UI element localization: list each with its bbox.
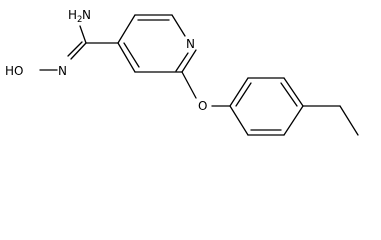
- bond-ph-3-4: [283, 77, 304, 107]
- bond-c-n-oxime-double: [67, 41, 83, 57]
- hydroxyl-label: HO: [5, 64, 23, 78]
- structure-diagram: H 2 N N HO N O: [5, 8, 359, 136]
- bond-ring-c5-c4: [117, 42, 136, 73]
- bond-c6-o: [181, 71, 197, 99]
- bond-ring-c4-c3: [117, 14, 136, 44]
- oxime-n-label: N: [58, 64, 67, 78]
- amide-h-count-label: 2: [77, 15, 82, 25]
- bond-ph-6-1: [229, 105, 249, 136]
- bond-ring-n-c6: [181, 49, 197, 73]
- bond-ph-3-4-inner: [280, 82, 298, 107]
- bond-ring-c5-c4-inner: [123, 42, 140, 68]
- bond-ethyl-ch3: [339, 105, 359, 136]
- bond-ph-1-2-inner: [235, 82, 252, 107]
- bond-c-nh2: [79, 25, 87, 44]
- atom-labels: H 2 N N HO N O: [5, 8, 207, 113]
- pyridine-n-label: N: [186, 37, 195, 51]
- ether-o-label: O: [198, 99, 207, 113]
- bond-ph-4-5: [283, 105, 304, 136]
- bonds: [39, 14, 359, 136]
- bond-ring-n-c6-inner: [175, 52, 189, 72]
- amide-nitrogen-label: N: [82, 8, 91, 22]
- bond-ph-1-2: [229, 77, 249, 107]
- bond-c-n-oxime: [70, 42, 87, 60]
- amide-n-label: H: [68, 8, 77, 22]
- bond-ring-c2-n: [171, 14, 186, 37]
